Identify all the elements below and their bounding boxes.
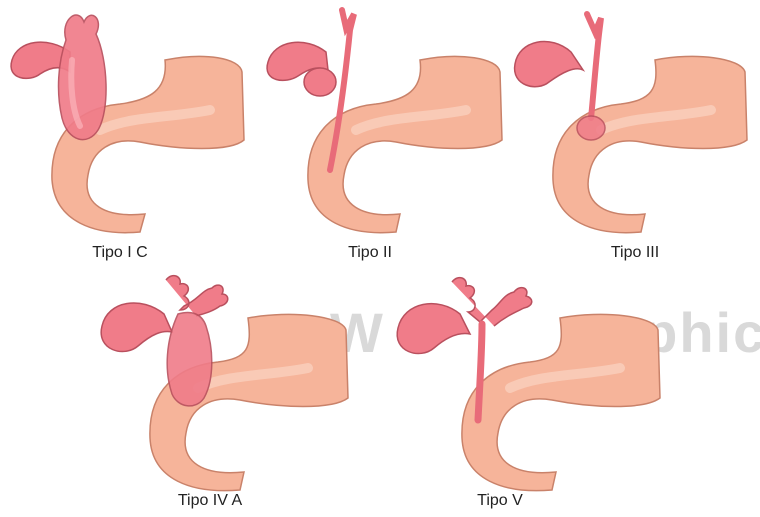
choledochal-cyst-type-3-illustration [505, 0, 760, 230]
panel-label: Tipo IV A [150, 492, 270, 510]
choledochal-cyst-type-5-illustration [390, 270, 670, 485]
choledochal-cyst-type-4a-illustration [80, 270, 350, 485]
panel-label: Tipo I C [60, 244, 180, 262]
panel-type-5: Tipo V [390, 270, 670, 517]
panel-type-1c: Tipo I C [0, 0, 250, 270]
gallbladder [397, 304, 470, 354]
choledochocele [577, 116, 605, 140]
panel-label: Tipo V [440, 492, 560, 510]
choledochal-cyst-type-1c-illustration [0, 0, 250, 230]
panel-type-3: Tipo III [505, 0, 760, 270]
choledochal-cyst-type-2-illustration [250, 0, 505, 230]
gallbladder [515, 42, 583, 87]
intrahepatic-dilated-ducts [166, 276, 228, 316]
panel-label: Tipo III [575, 244, 695, 262]
dilated-bile-duct-cyst [59, 15, 107, 140]
bile-duct [478, 324, 482, 420]
bile-duct [587, 14, 601, 118]
panel-type-4a: Tipo IV A [80, 270, 350, 517]
panel-label: Tipo II [310, 244, 430, 262]
intrahepatic-dilated-ducts [452, 278, 532, 326]
duodenum [553, 56, 747, 232]
bile-duct-diverticulum [304, 68, 336, 96]
duodenum [462, 314, 660, 490]
dilated-bile-duct-cyst [167, 313, 212, 406]
gallbladder [101, 303, 172, 352]
panel-type-2: Tipo II [250, 0, 505, 270]
